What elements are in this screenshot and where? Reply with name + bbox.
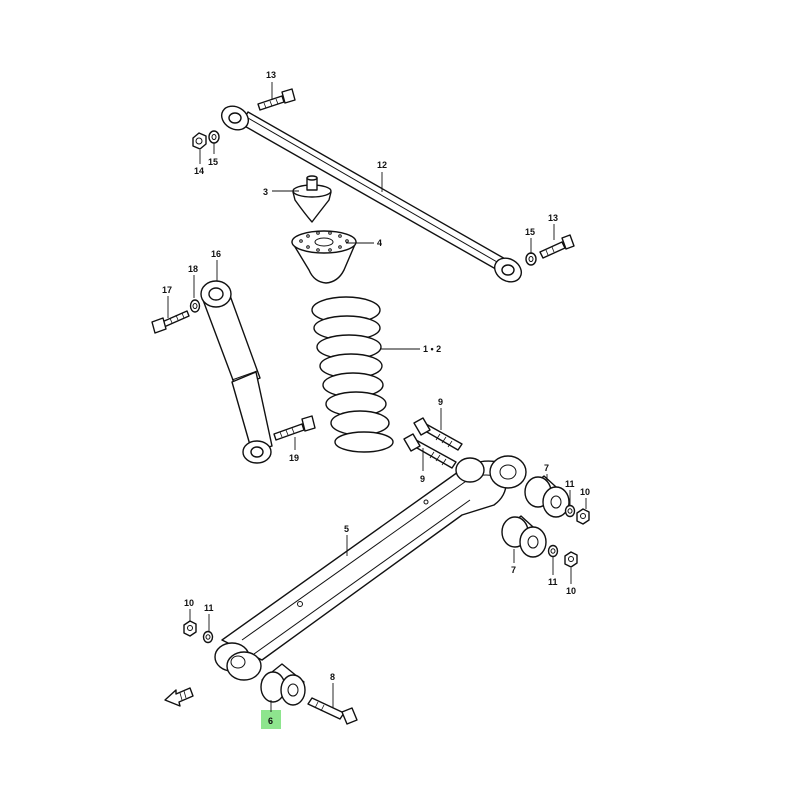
callout-7-lower: 7 (511, 565, 516, 575)
callout-13-right: 13 (548, 213, 558, 223)
nut-10-right-upper (576, 508, 590, 525)
washer-11-right-upper (564, 504, 576, 518)
callout-15-right: 15 (525, 227, 535, 237)
bolt-9-upper (413, 417, 463, 451)
washer-15-right (525, 252, 537, 266)
highlight-box-6 (261, 710, 281, 729)
callout-10-right-upper: 10 (580, 487, 590, 497)
bush-6 (260, 663, 306, 706)
washer-18 (189, 299, 201, 313)
bush-7-lower (501, 515, 547, 558)
shock-absorber (200, 280, 273, 464)
nut-14 (192, 132, 207, 150)
callout-15-left: 15 (208, 157, 218, 167)
callout-5: 5 (344, 524, 349, 534)
lateral-rod (220, 105, 523, 283)
callout-11-right-upper: 11 (565, 479, 575, 489)
trailing-arm (214, 455, 527, 681)
callout-17: 17 (162, 285, 172, 295)
bump-stopper (292, 175, 332, 223)
callout-10-left: 10 (184, 598, 194, 608)
washer-15-top (208, 130, 220, 144)
nut-10-left (183, 620, 197, 637)
callout-8: 8 (330, 672, 335, 682)
forward-arrow-icon (164, 687, 194, 707)
callout-9-upper: 9 (438, 397, 443, 407)
callout-3: 3 (263, 187, 268, 197)
nut-10-right-lower (564, 551, 578, 568)
bolt-9-lower (403, 433, 457, 469)
bolt-13-right (539, 234, 575, 259)
callout-1-2: 1 • 2 (423, 344, 441, 354)
callout-labels: 13 14 15 12 3 13 15 4 16 18 17 1 • 2 9 1… (162, 70, 590, 726)
callout-13-top: 13 (266, 70, 276, 80)
bolt-8 (307, 697, 358, 725)
bolt-19 (273, 415, 316, 441)
spring-seat (291, 230, 357, 284)
callout-11-right-lower: 11 (548, 577, 558, 587)
callout-7-upper: 7 (544, 463, 549, 473)
washer-11-right-lower (547, 544, 559, 558)
callout-4: 4 (377, 238, 382, 248)
callout-14: 14 (194, 166, 204, 176)
coil-spring (311, 296, 394, 453)
callout-19: 19 (289, 453, 299, 463)
bolt-13-top (257, 88, 296, 111)
washer-11-left (202, 630, 214, 644)
callout-10-right-lower: 10 (566, 586, 576, 596)
bush-7-upper (524, 475, 570, 518)
bolt-17 (151, 310, 190, 334)
callout-6: 6 (268, 716, 273, 726)
callout-16: 16 (211, 249, 221, 259)
leader-lines (167, 82, 587, 712)
callout-9-lower: 9 (420, 474, 425, 484)
callout-11-left: 11 (204, 603, 214, 613)
callout-12: 12 (377, 160, 387, 170)
callout-18: 18 (188, 264, 198, 274)
